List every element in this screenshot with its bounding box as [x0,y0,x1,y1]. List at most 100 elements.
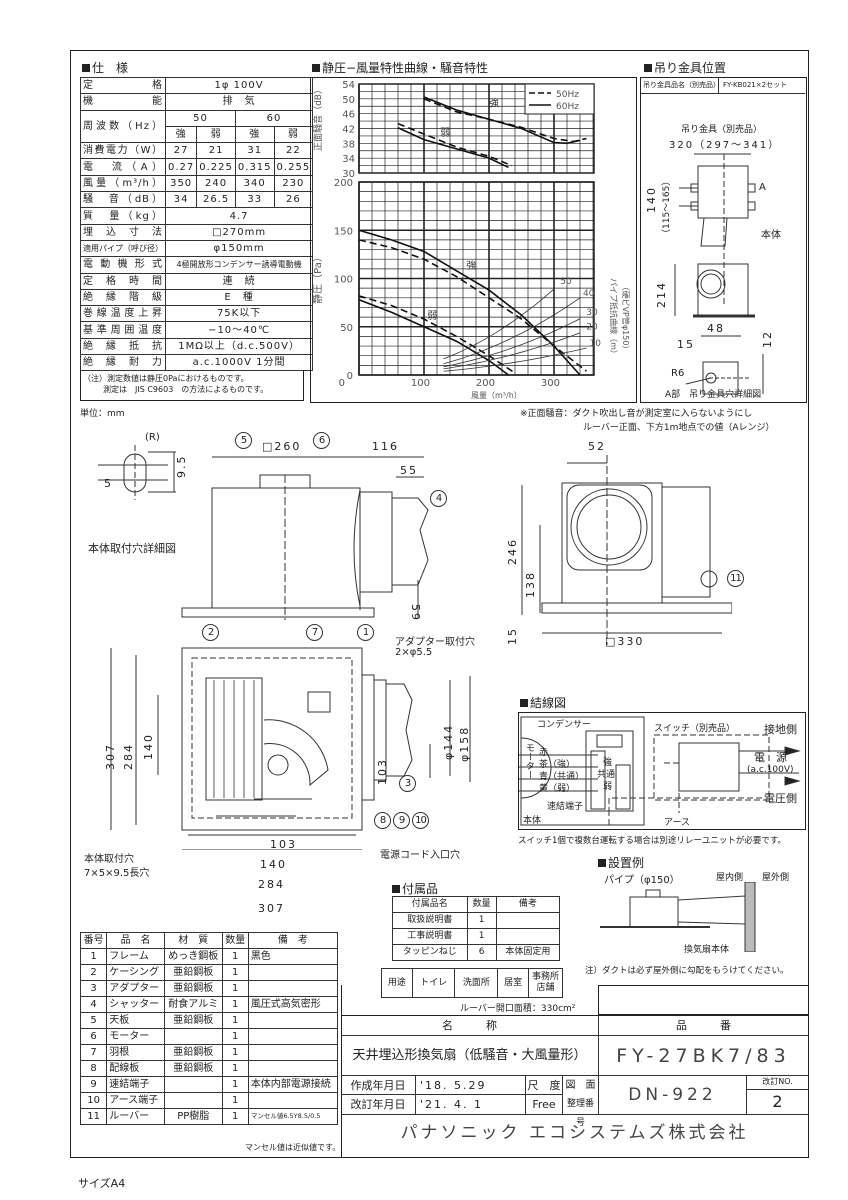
noise-y-tick: 38 [342,139,355,150]
parts-cell: 亜鉛鋼板 [163,1044,223,1061]
spec-value: 340 [234,174,275,193]
accessories-cell: タッピンねじ [392,944,468,961]
parts-cell: 亜鉛鋼板 [163,1012,223,1029]
fan-drawings [98,445,471,850]
wire-brown: 茶（強） [539,760,576,770]
unit-label: 単位：mm [80,409,125,419]
part-mark-5: 5 [235,432,252,449]
parts-cell: 耐食アルミ [163,996,223,1013]
parts-cell: 1 [79,948,108,965]
dim-246: 246 [506,538,519,565]
noise-strong-label: 強 [489,96,499,109]
pressure-strong-label: 強 [466,259,476,272]
spec-label: 定 格 [80,76,166,95]
hanger-r6: R6 [671,368,685,379]
pipe-resistance-curve [443,347,587,372]
install-drawing [600,882,756,952]
x-tick: 300 [541,378,560,389]
terminal-common: 共通 [597,770,616,780]
dim-140-h: 140 [260,858,287,871]
spec-value: 26 [273,191,314,209]
parts-cell: 黒色 [247,948,339,965]
spec-value: 強 [164,125,198,144]
spec-value: 強 [234,125,275,144]
parts-cell: 1 [221,996,249,1013]
spec-note-1: （注）測定数値は静圧0Paにおけるものです。 [83,374,249,383]
noise-y-tick: 50 [342,95,355,106]
spec-value: 27 [164,142,198,160]
pipe-resistance-label: パイプ抵抗曲線（m） [609,278,619,358]
spec-label: 基準周囲温度 [80,321,166,339]
wire-blue: 青（共通） [539,772,585,782]
parts-cell: 3 [79,980,108,997]
pressure-curve [358,295,516,374]
spec-value: 4.7 [164,207,314,225]
parts-cell: 配線板 [106,1060,165,1077]
pressure-y-tick: 0 [347,371,353,382]
spec-value: 22 [273,142,314,160]
scale-label: 尺 度 [526,1076,563,1095]
spec-value: 1φ 100V [164,76,314,95]
hanger-dim-12: 12 [761,330,774,348]
parts-cell: 2 [79,964,108,981]
parts-cell: 1 [221,1028,249,1045]
parts-cell: 羽根 [106,1044,165,1061]
pressure-curve [358,239,587,372]
spec-label: 巻線温度上昇 [80,305,166,323]
pipe-length-label: 50 [560,277,572,287]
pressure-y-label: 静圧（Pa） [311,252,324,304]
spec-value: 21 [196,142,236,160]
usage-item: トイレ [411,968,456,998]
wiring-motor: モーター [524,743,534,779]
noise-curve [397,122,513,167]
parts-cell: ルーバー [106,1108,165,1125]
hanger-dim-48: 48 [707,322,725,335]
spec-value: E 種 [164,288,314,307]
spec-label: 消費電力（W） [80,142,166,160]
spec-value: 弱 [196,125,236,144]
x-tick: 200 [476,378,495,389]
dim-284-h: 284 [258,878,285,891]
dim-phi144: φ144 [442,723,455,760]
accessories-cell: 工事説明書 [392,928,468,945]
hanger-box: 吊り金具品名（別売品） FY-KB021×2セット 吊り金具（別売品） 320（… [640,77,807,403]
install-pipe: パイプ（φ150） [604,875,680,886]
accessories-header: 数量 [466,896,497,913]
chart-title: 静圧−風量特性曲線・騒音特性 [312,59,488,76]
parts-header: 材 質 [163,932,223,949]
accessories-title: 付属品 [392,880,438,897]
spec-label: 電 流（A） [80,158,166,176]
created-label: 作成年月日 [341,1076,416,1095]
drawing-number: DN-922 [599,1076,747,1114]
wiring-earth: アース [664,818,691,828]
adapter-hole-size: 2×φ5.5 [395,647,433,658]
front-noise-note-2: ルーバー正面、下方1m地点での値（Aレンジ） [583,423,775,433]
adapter-hole-label: アダプター取付穴 [395,637,475,648]
wiring-note: スイッチ1個で複数台運転する場合は別途リレーユニットが必要です。 [518,836,787,846]
dim-59: 59 [409,604,422,622]
paper-size: サイズA4 [78,1177,126,1190]
parts-cell: 亜鉛鋼板 [163,1060,223,1077]
revised-date: '21. 4. 1 [416,1095,526,1114]
part-mark-10: 10 [412,812,429,829]
noise-curve [423,98,587,143]
spec-value: 26.5 [196,191,236,209]
pressure-y-tick: 50 [340,323,353,334]
spec-row: 定格時間連 続 [80,272,314,290]
dim-116: 116 [372,440,399,453]
parts-cell: 1 [221,1108,249,1125]
hanger-dim-214: 214 [655,281,668,308]
pressure-y-tick: 100 [334,275,353,286]
noise-curve [423,96,581,145]
parts-cell: 8 [79,1060,108,1077]
parts-cell: めっき鋼板 [163,948,223,965]
parts-cell: 10 [79,1092,108,1109]
hanger-name-label: 吊り金具品名（別売品） [643,78,720,93]
